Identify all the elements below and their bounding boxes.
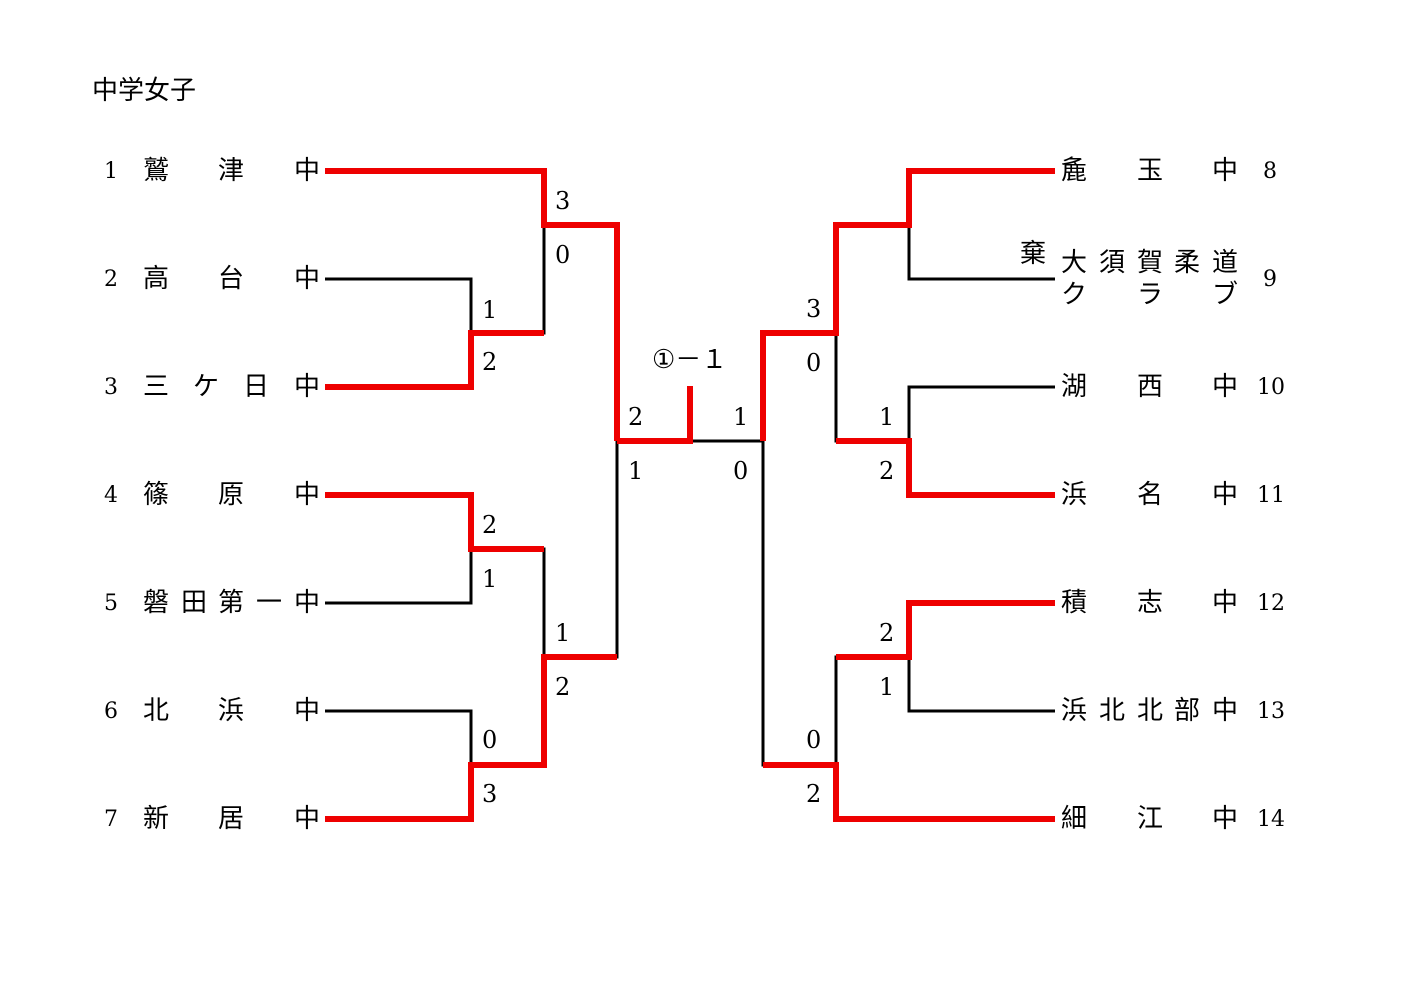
match-score: 0 bbox=[733, 457, 749, 485]
left-winner-path bbox=[325, 330, 544, 390]
match-score: 3 bbox=[555, 187, 571, 215]
right-winner-path bbox=[836, 438, 1055, 498]
match-score: 1 bbox=[879, 403, 895, 431]
match-score: 1 bbox=[733, 403, 749, 431]
right-r2-loser-line bbox=[834, 333, 909, 443]
right-sf-loser-line bbox=[761, 441, 836, 767]
seed-number: 14 bbox=[1257, 807, 1285, 832]
seed-number: 8 bbox=[1263, 159, 1277, 184]
seed-number: 12 bbox=[1257, 591, 1285, 616]
right-winner-path bbox=[763, 762, 1055, 822]
match-score: 2 bbox=[879, 457, 895, 485]
match-score: 2 bbox=[555, 673, 571, 701]
left-r1-loser-line bbox=[325, 709, 473, 765]
match-score: 0 bbox=[482, 726, 498, 754]
match-score: 1 bbox=[628, 457, 644, 485]
match-score: 2 bbox=[482, 348, 498, 376]
seed-number: 10 bbox=[1257, 375, 1285, 400]
seed-number: 1 bbox=[104, 159, 118, 184]
match-score: 1 bbox=[482, 565, 498, 593]
seed-number: 13 bbox=[1257, 699, 1285, 724]
champion-path bbox=[617, 386, 693, 444]
match-score: 3 bbox=[806, 295, 822, 323]
match-score: 0 bbox=[806, 726, 822, 754]
right-winner-path bbox=[760, 168, 1055, 441]
final-score: ①－１ bbox=[652, 345, 728, 375]
right-winner-path bbox=[836, 600, 1055, 660]
match-score: 0 bbox=[555, 241, 571, 269]
seed-number: 4 bbox=[104, 483, 118, 508]
match-score: 2 bbox=[879, 619, 895, 647]
match-score: 1 bbox=[555, 619, 571, 647]
left-r1-loser-line bbox=[325, 277, 473, 333]
seed-number: 3 bbox=[104, 375, 118, 400]
right-r1-loser-line bbox=[907, 385, 1055, 441]
seed-number: 2 bbox=[104, 267, 118, 292]
right-r1-loser-line bbox=[907, 657, 1055, 713]
match-score: 1 bbox=[482, 296, 498, 324]
right-r1-loser-line bbox=[907, 225, 1055, 281]
seed-number: 6 bbox=[104, 699, 118, 724]
match-score: 2 bbox=[628, 403, 644, 431]
match-score: 3 bbox=[482, 780, 498, 808]
match-score: 1 bbox=[879, 673, 895, 701]
seed-number: 5 bbox=[104, 591, 118, 616]
left-winner-path bbox=[325, 168, 620, 441]
match-score: 0 bbox=[806, 349, 822, 377]
match-score: 2 bbox=[482, 511, 498, 539]
forfeit-label: 棄 bbox=[1020, 239, 1047, 269]
left-winner-path bbox=[325, 492, 544, 552]
left-r1-loser-line bbox=[325, 549, 473, 605]
match-score: 2 bbox=[806, 780, 822, 808]
seed-number: 11 bbox=[1257, 483, 1285, 508]
left-winner-path bbox=[325, 654, 617, 822]
seed-number: 7 bbox=[104, 807, 118, 832]
page-title: 中学女子 bbox=[92, 76, 197, 106]
seed-number: 9 bbox=[1263, 267, 1277, 292]
right-r2-loser-line bbox=[834, 655, 909, 765]
